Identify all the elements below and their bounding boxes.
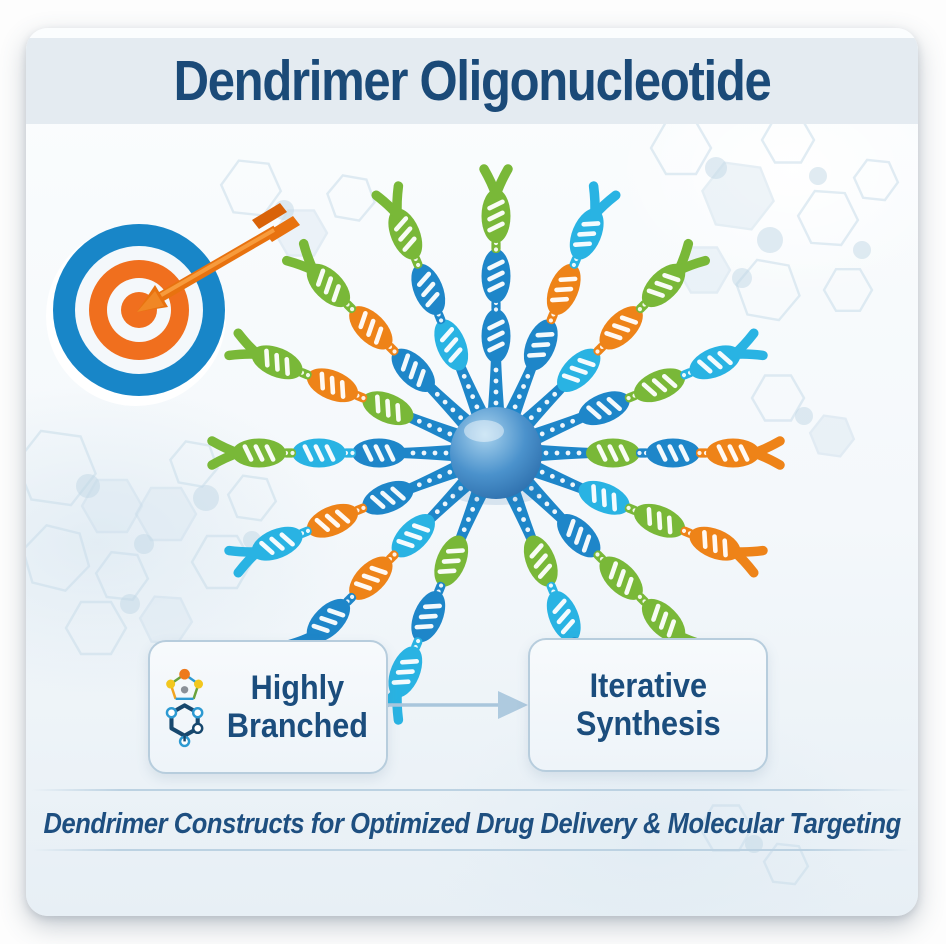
target-bullseye-arrow-icon [46,203,300,406]
iterative-synthesis-line1: Iterative [589,666,707,705]
infographic-card: Dendrimer Oligonucleotide [26,28,918,916]
molecule-background-pattern [26,116,900,886]
iterative-synthesis-line2: Synthesis [575,705,721,743]
divider-line-top [32,789,912,791]
highly-branched-box: Highly Branched [148,640,388,774]
page-title: Dendrimer Oligonucleotide [173,49,772,113]
iterative-synthesis-label: Iterative Synthesis [576,667,721,744]
branched-molecule-icon [165,668,204,748]
highly-branched-line2: Branched [227,707,369,745]
divider-line-bottom [32,849,912,851]
tagline-text: Dendrimer Constructs for Optimized Drug … [43,807,901,840]
highly-branched-label: Highly Branched [227,669,368,746]
highly-branched-line1: Highly [250,668,345,707]
right-arrow-connector-icon [388,691,528,719]
title-band: Dendrimer Oligonucleotide [26,38,918,124]
iterative-synthesis-box: Iterative Synthesis [528,638,768,772]
tagline-wrap: Dendrimer Constructs for Optimized Drug … [26,801,918,847]
